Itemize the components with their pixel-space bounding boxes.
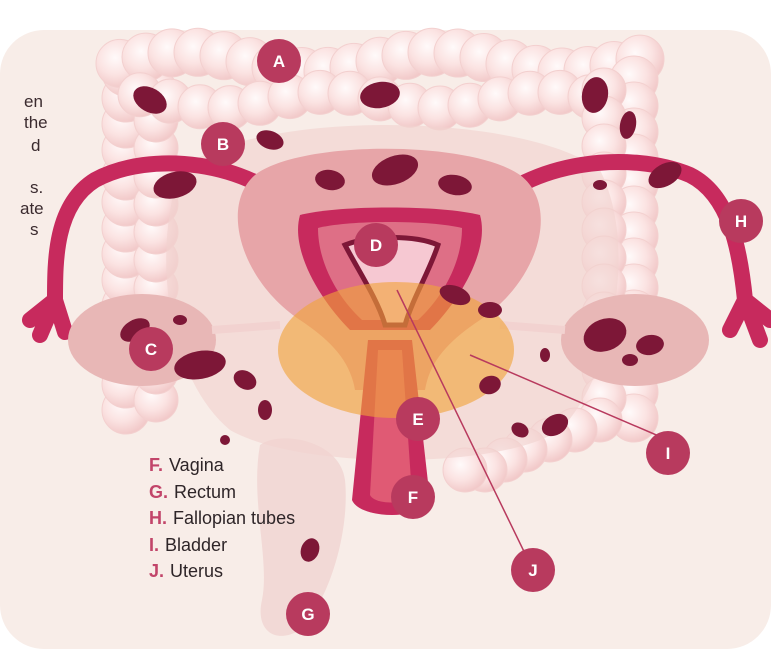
right-ligament — [500, 325, 565, 330]
legend-text: Rectum — [174, 482, 236, 502]
badge-label-f: F — [408, 488, 418, 507]
partial-text-1: en — [24, 91, 43, 112]
badge-label-g: G — [301, 605, 314, 624]
legend-item-uterus: J. Uterus — [149, 558, 295, 585]
badge-label-d: D — [370, 236, 382, 255]
endometriosis-lesion — [220, 435, 230, 445]
legend-key: H. — [149, 508, 167, 528]
legend-item-vagina: F. Vagina — [149, 452, 295, 479]
endometriosis-lesion — [622, 354, 638, 366]
legend-key: G. — [149, 482, 168, 502]
badge-label-c: C — [145, 340, 157, 359]
badge-label-h: H — [735, 212, 747, 231]
legend-item-bladder: I. Bladder — [149, 532, 295, 559]
endometriosis-lesion — [540, 348, 550, 362]
endometriosis-lesion — [593, 180, 607, 190]
partial-text-5: ate — [20, 198, 44, 219]
badge-label-b: B — [217, 135, 229, 154]
partial-text-3: d — [31, 135, 40, 156]
partial-text-4: s. — [30, 177, 43, 198]
legend-key: F. — [149, 455, 163, 475]
badge-label-j: J — [528, 561, 537, 580]
legend-key: J. — [149, 561, 164, 581]
endometriosis-lesion — [173, 315, 187, 325]
right-ovary — [561, 294, 709, 386]
legend-text: Fallopian tubes — [173, 508, 295, 528]
legend-item-rectum: G. Rectum — [149, 479, 295, 506]
legend-key: I. — [149, 535, 159, 555]
endometriosis-lesion — [258, 400, 272, 420]
legend: F. Vagina G. Rectum H. Fallopian tubes I. Bl… — [149, 452, 295, 585]
badge-label-a: A — [273, 52, 285, 71]
badge-label-i: I — [666, 444, 671, 463]
legend-item-fallopian-tubes: H. Fallopian tubes — [149, 505, 295, 532]
partial-text-2: the — [24, 112, 48, 133]
left-ligament — [212, 325, 280, 330]
legend-text: Bladder — [165, 535, 227, 555]
bladder — [278, 282, 514, 418]
endometriosis-lesion — [478, 302, 502, 318]
legend-text: Vagina — [169, 455, 224, 475]
badge-label-e: E — [412, 410, 423, 429]
partial-text-6: s — [30, 219, 39, 240]
legend-text: Uterus — [170, 561, 223, 581]
